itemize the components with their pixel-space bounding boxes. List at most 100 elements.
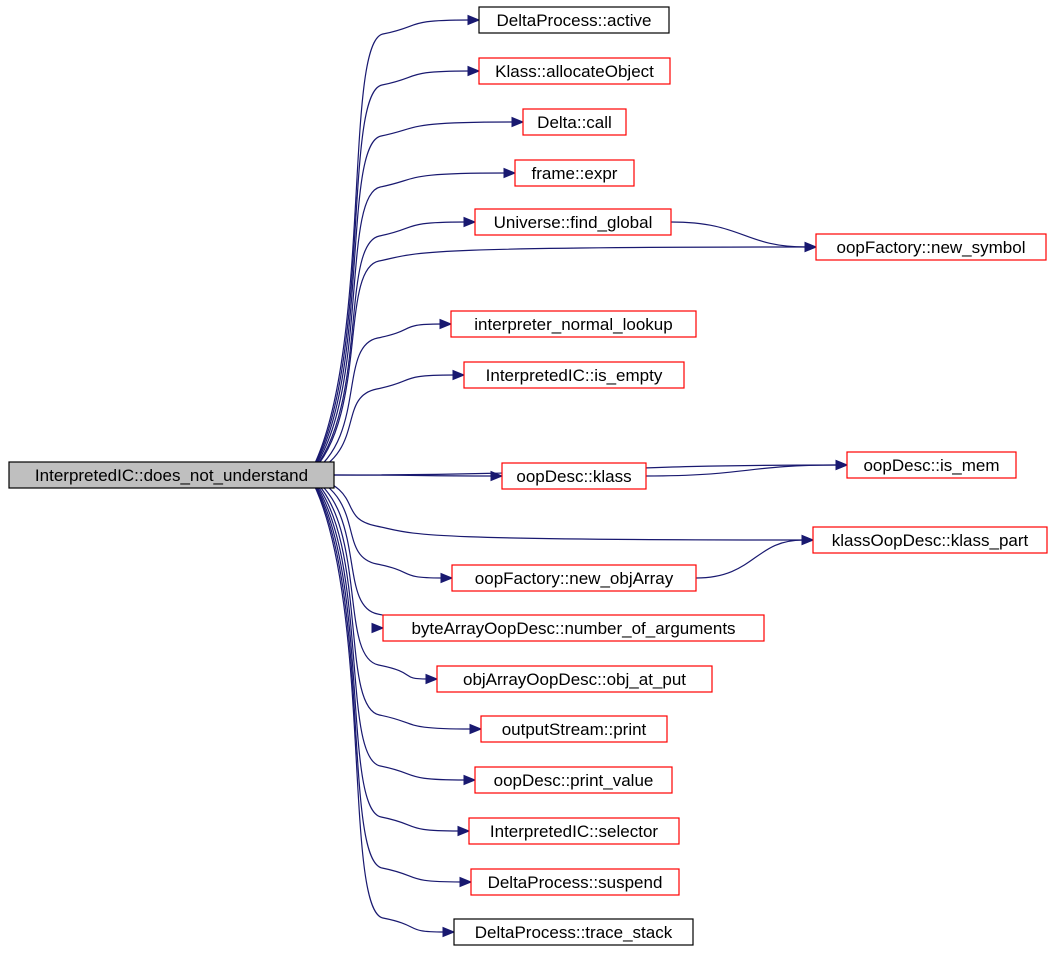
node-number_of_arguments[interactable]: byteArrayOopDesc::number_of_arguments [382,614,765,642]
edge-line [308,246,807,476]
node-box[interactable] [470,868,680,896]
node-label: oopDesc::klass [516,467,631,486]
node-box[interactable] [450,310,697,338]
edge-root-to-expr [308,167,517,476]
arrow-head-icon [425,673,439,685]
node-active[interactable]: DeltaProcess::active [478,6,670,34]
edge-root-to-selector [308,474,471,837]
arrow-head-icon [804,241,818,253]
node-obj_at_put[interactable]: objArrayOopDesc::obj_at_put [436,665,713,693]
edge-root-to-find_global [308,216,477,476]
node-is_empty[interactable]: InterpretedIC::is_empty [463,361,685,389]
node-box[interactable] [846,451,1017,479]
edge-root-to-normal_lookup [308,318,453,476]
node-box[interactable] [8,461,335,489]
node-label: interpreter_normal_lookup [474,315,672,334]
edge-line [308,474,466,781]
edge-root-to-print [308,474,483,735]
node-box[interactable] [474,208,672,236]
node-print_value[interactable]: oopDesc::print_value [474,766,673,794]
arrow-head-icon [801,534,815,546]
node-klass[interactable]: oopDesc::klass [501,462,647,490]
node-find_global[interactable]: Universe::find_global [474,208,672,236]
arrow-head-icon [371,622,385,634]
edge-line [308,323,442,476]
node-print[interactable]: outputStream::print [480,715,668,743]
arrow-head-icon [503,167,517,179]
node-label: klassOopDesc::klass_part [832,531,1029,550]
arrow-head-icon [467,14,481,26]
node-box[interactable] [382,614,765,642]
node-label: byteArrayOopDesc::number_of_arguments [411,619,735,638]
arrow-head-icon [511,116,525,128]
edge-line [308,474,472,730]
node-box[interactable] [522,108,627,136]
node-box[interactable] [480,715,668,743]
edge-root-to-call [308,116,525,476]
node-expr[interactable]: frame::expr [514,159,635,187]
node-box[interactable] [436,665,713,693]
arrow-head-icon [459,876,473,888]
arrow-head-icon [469,723,483,735]
edge-root-to-new_objArray [308,474,454,584]
node-normal_lookup[interactable]: interpreter_normal_lookup [450,310,697,338]
edge-line [645,464,838,477]
node-box[interactable] [468,817,680,845]
node-box[interactable] [812,526,1048,554]
node-label: oopFactory::new_symbol [837,238,1026,257]
node-label: Universe::find_global [494,213,653,232]
edge-root-to-is_empty [308,369,466,476]
node-suspend[interactable]: DeltaProcess::suspend [470,868,680,896]
node-label: DeltaProcess::trace_stack [475,923,673,942]
node-label: InterpretedIC::does_not_understand [35,466,308,485]
node-box[interactable] [501,462,647,490]
arrow-head-icon [440,572,454,584]
edge-line [308,474,443,579]
edge-line [308,70,470,476]
node-label: oopFactory::new_objArray [475,569,674,588]
edge-line [308,474,428,680]
node-label: Delta::call [537,113,612,132]
edge-line [308,172,506,476]
node-box[interactable] [451,564,697,592]
edge-line [308,374,455,476]
node-new_objArray[interactable]: oopFactory::new_objArray [451,564,697,592]
edge-klass-to-is_mem [645,459,849,477]
node-allocateObject[interactable]: Klass::allocateObject [478,57,671,85]
nodes-layer: InterpretedIC::does_not_understandDeltaP… [8,6,1048,946]
edge-root-to-active [308,14,481,476]
node-box[interactable] [478,6,670,34]
node-box[interactable] [514,159,635,187]
node-box[interactable] [474,766,673,794]
edge-root-to-print_value [308,474,477,786]
node-root[interactable]: InterpretedIC::does_not_understand [8,461,335,489]
node-trace_stack[interactable]: DeltaProcess::trace_stack [453,918,694,946]
node-call[interactable]: Delta::call [522,108,627,136]
edge-line [308,474,804,541]
arrow-head-icon [463,774,477,786]
node-is_mem[interactable]: oopDesc::is_mem [846,451,1017,479]
edge-root-to-suspend [308,474,473,888]
edge-root-to-trace_stack [308,474,456,938]
arrow-head-icon [442,926,456,938]
edge-line [308,474,445,933]
node-label: oopDesc::is_mem [863,456,999,475]
arrow-head-icon [467,65,481,77]
node-label: DeltaProcess::suspend [488,873,663,892]
edge-root-to-obj_at_put [308,474,439,685]
arrow-head-icon [463,216,477,228]
node-box[interactable] [453,918,694,946]
arrow-head-icon [457,825,471,837]
edge-line [308,19,470,476]
node-label: InterpretedIC::selector [490,822,659,841]
edge-root-to-allocateObject [308,65,481,476]
arrow-head-icon [452,369,466,381]
node-selector[interactable]: InterpretedIC::selector [468,817,680,845]
node-klass_part[interactable]: klassOopDesc::klass_part [812,526,1048,554]
node-box[interactable] [478,57,671,85]
node-box[interactable] [463,361,685,389]
node-box[interactable] [815,233,1047,261]
node-label: outputStream::print [502,720,647,739]
edge-line [308,121,514,476]
node-new_symbol[interactable]: oopFactory::new_symbol [815,233,1047,261]
